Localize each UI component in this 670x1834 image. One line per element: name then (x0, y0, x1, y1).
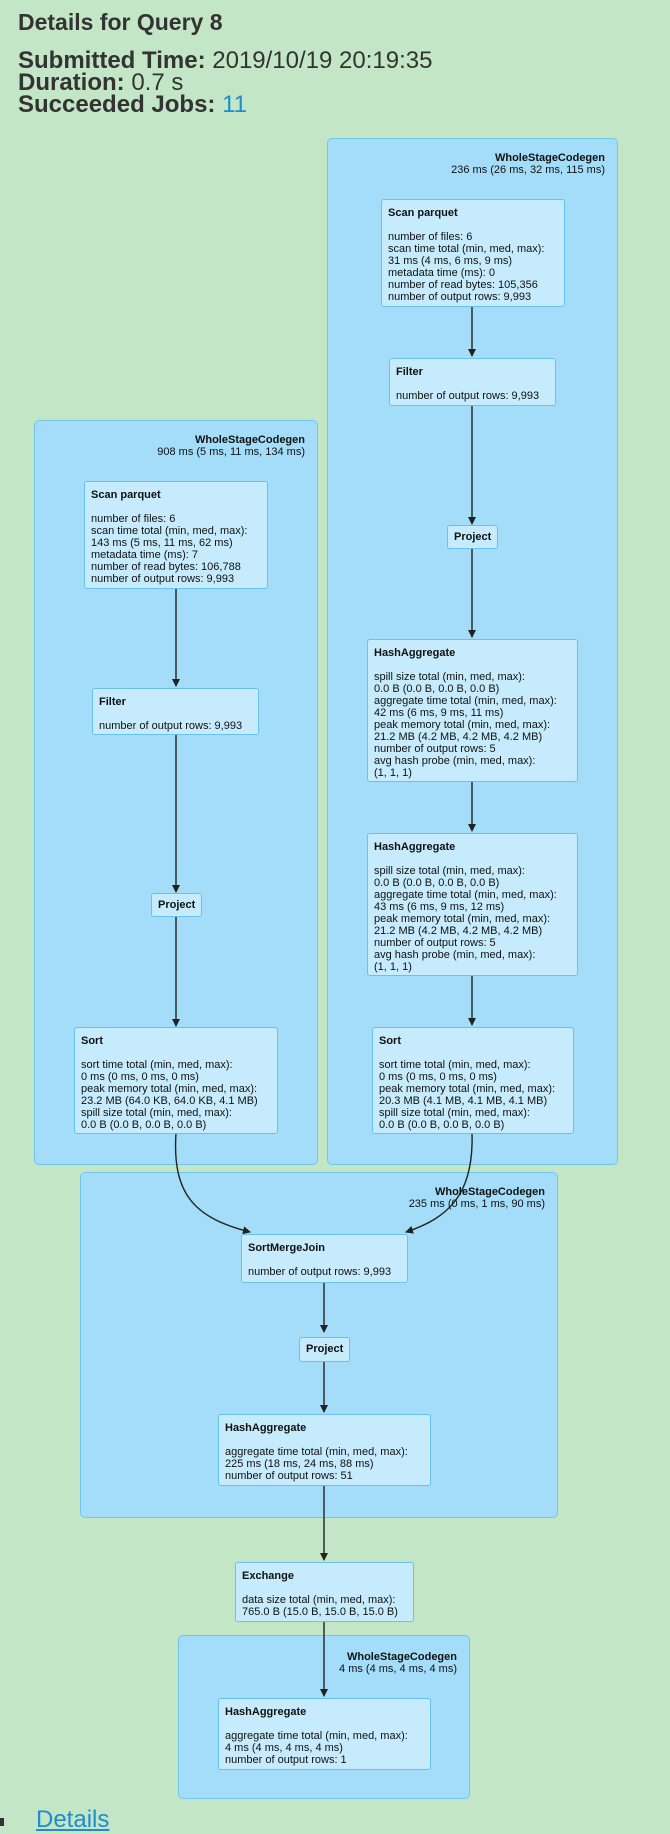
succeeded-jobs-label: Succeeded Jobs: (18, 91, 216, 118)
node-title: Sort (81, 1035, 103, 1047)
expand-triangle-icon[interactable] (0, 1818, 4, 1826)
node-metrics: spill size total (min, med, max): 0.0 B … (374, 671, 557, 779)
plan-node-hashaggregate-partial[interactable]: HashAggregate aggregate time total (min,… (218, 1414, 431, 1486)
node-title: SortMergeJoin (248, 1242, 326, 1254)
node-title: HashAggregate (225, 1706, 307, 1718)
node-title: Project (158, 899, 196, 911)
duration-label: Duration: (18, 69, 125, 96)
node-title: HashAggregate (374, 647, 456, 659)
page-title: Details for Query 8 (18, 9, 223, 35)
node-metrics: number of files: 6 scan time total (min,… (388, 231, 545, 303)
duration-value: 0.7 s (131, 69, 184, 96)
duration: Duration: 0.7 s (18, 69, 432, 96)
plan-node-project-left[interactable]: Project (151, 893, 202, 917)
node-title: Project (454, 531, 492, 543)
cluster-name: WholeStageCodegen (494, 152, 605, 164)
cluster-time: 908 ms (5 ms, 11 ms, 134 ms) (157, 446, 305, 458)
node-title: Sort (379, 1035, 401, 1047)
node-title: Filter (99, 696, 126, 708)
plan-node-hashaggregate-final[interactable]: HashAggregate aggregate time total (min,… (218, 1698, 431, 1770)
plan-node-sort-left[interactable]: Sort sort time total (min, med, max): 0 … (74, 1027, 278, 1134)
plan-node-filter-left[interactable]: Filter number of output rows: 9,993 (92, 688, 259, 735)
node-metrics: data size total (min, med, max): 765.0 B… (242, 1594, 398, 1618)
succeeded-jobs: Succeeded Jobs: 11 (18, 91, 432, 118)
node-title: HashAggregate (225, 1422, 307, 1434)
node-metrics: spill size total (min, med, max): 0.0 B … (374, 865, 557, 973)
node-metrics: sort time total (min, med, max): 0 ms (0… (379, 1059, 556, 1131)
plan-node-sortmergejoin[interactable]: SortMergeJoin number of output rows: 9,9… (241, 1234, 408, 1283)
plan-node-filter-right[interactable]: Filter number of output rows: 9,993 (389, 358, 556, 406)
plan-node-project-join[interactable]: Project (299, 1337, 350, 1362)
codegen-cluster-final-label: WholeStageCodegen 4 ms (4 ms, 4 ms, 4 ms… (339, 1651, 457, 1675)
plan-node-hashaggregate-right-1[interactable]: HashAggregate spill size total (min, med… (367, 639, 578, 782)
codegen-cluster-right-label: WholeStageCodegen 236 ms (26 ms, 32 ms, … (451, 152, 605, 176)
plan-node-scan-parquet-left[interactable]: Scan parquet number of files: 6 scan tim… (84, 481, 268, 589)
submitted-time-label: Submitted Time: (18, 47, 206, 74)
node-metrics: number of output rows: 9,993 (396, 390, 540, 402)
node-metrics: number of output rows: 9,993 (248, 1266, 392, 1278)
node-title: Scan parquet (91, 489, 161, 501)
details-link[interactable]: Details (36, 1806, 110, 1833)
query-header: Details for Query 8 Submitted Time: 2019… (18, 8, 433, 118)
submitted-time-value: 2019/10/19 20:19:35 (212, 47, 433, 74)
node-metrics: number of output rows: 9,993 (99, 720, 243, 732)
plan-node-exchange[interactable]: Exchange data size total (min, med, max)… (235, 1562, 414, 1622)
cluster-name: WholeStageCodegen (434, 1186, 545, 1198)
cluster-name: WholeStageCodegen (194, 434, 305, 446)
codegen-cluster-join-label: WholeStageCodegen 235 ms (0 ms, 1 ms, 90… (409, 1186, 545, 1210)
cluster-name: WholeStageCodegen (346, 1651, 457, 1663)
cluster-time: 235 ms (0 ms, 1 ms, 90 ms) (408, 1198, 545, 1210)
cluster-time: 4 ms (4 ms, 4 ms, 4 ms) (339, 1663, 457, 1675)
succeeded-jobs-link[interactable]: 11 (222, 91, 247, 118)
node-title: Scan parquet (388, 207, 458, 219)
node-title: HashAggregate (374, 841, 456, 853)
codegen-cluster-left-label: WholeStageCodegen 908 ms (5 ms, 11 ms, 1… (157, 434, 305, 458)
plan-node-hashaggregate-right-2[interactable]: HashAggregate spill size total (min, med… (367, 833, 578, 976)
node-title: Exchange (242, 1570, 294, 1582)
node-metrics: aggregate time total (min, med, max): 4 … (225, 1730, 408, 1766)
submitted-time: Submitted Time: 2019/10/19 20:19:35 (18, 47, 433, 74)
node-metrics: sort time total (min, med, max): 0 ms (0… (81, 1059, 258, 1131)
node-title: Filter (396, 366, 423, 378)
node-metrics: aggregate time total (min, med, max): 22… (225, 1446, 408, 1482)
plan-node-sort-right[interactable]: Sort sort time total (min, med, max): 0 … (372, 1027, 574, 1134)
node-metrics: number of files: 6 scan time total (min,… (91, 513, 248, 585)
cluster-time: 236 ms (26 ms, 32 ms, 115 ms) (451, 164, 605, 176)
plan-node-scan-parquet-right[interactable]: Scan parquet number of files: 6 scan tim… (381, 199, 565, 307)
node-title: Project (306, 1343, 344, 1355)
plan-node-project-right[interactable]: Project (447, 525, 498, 549)
